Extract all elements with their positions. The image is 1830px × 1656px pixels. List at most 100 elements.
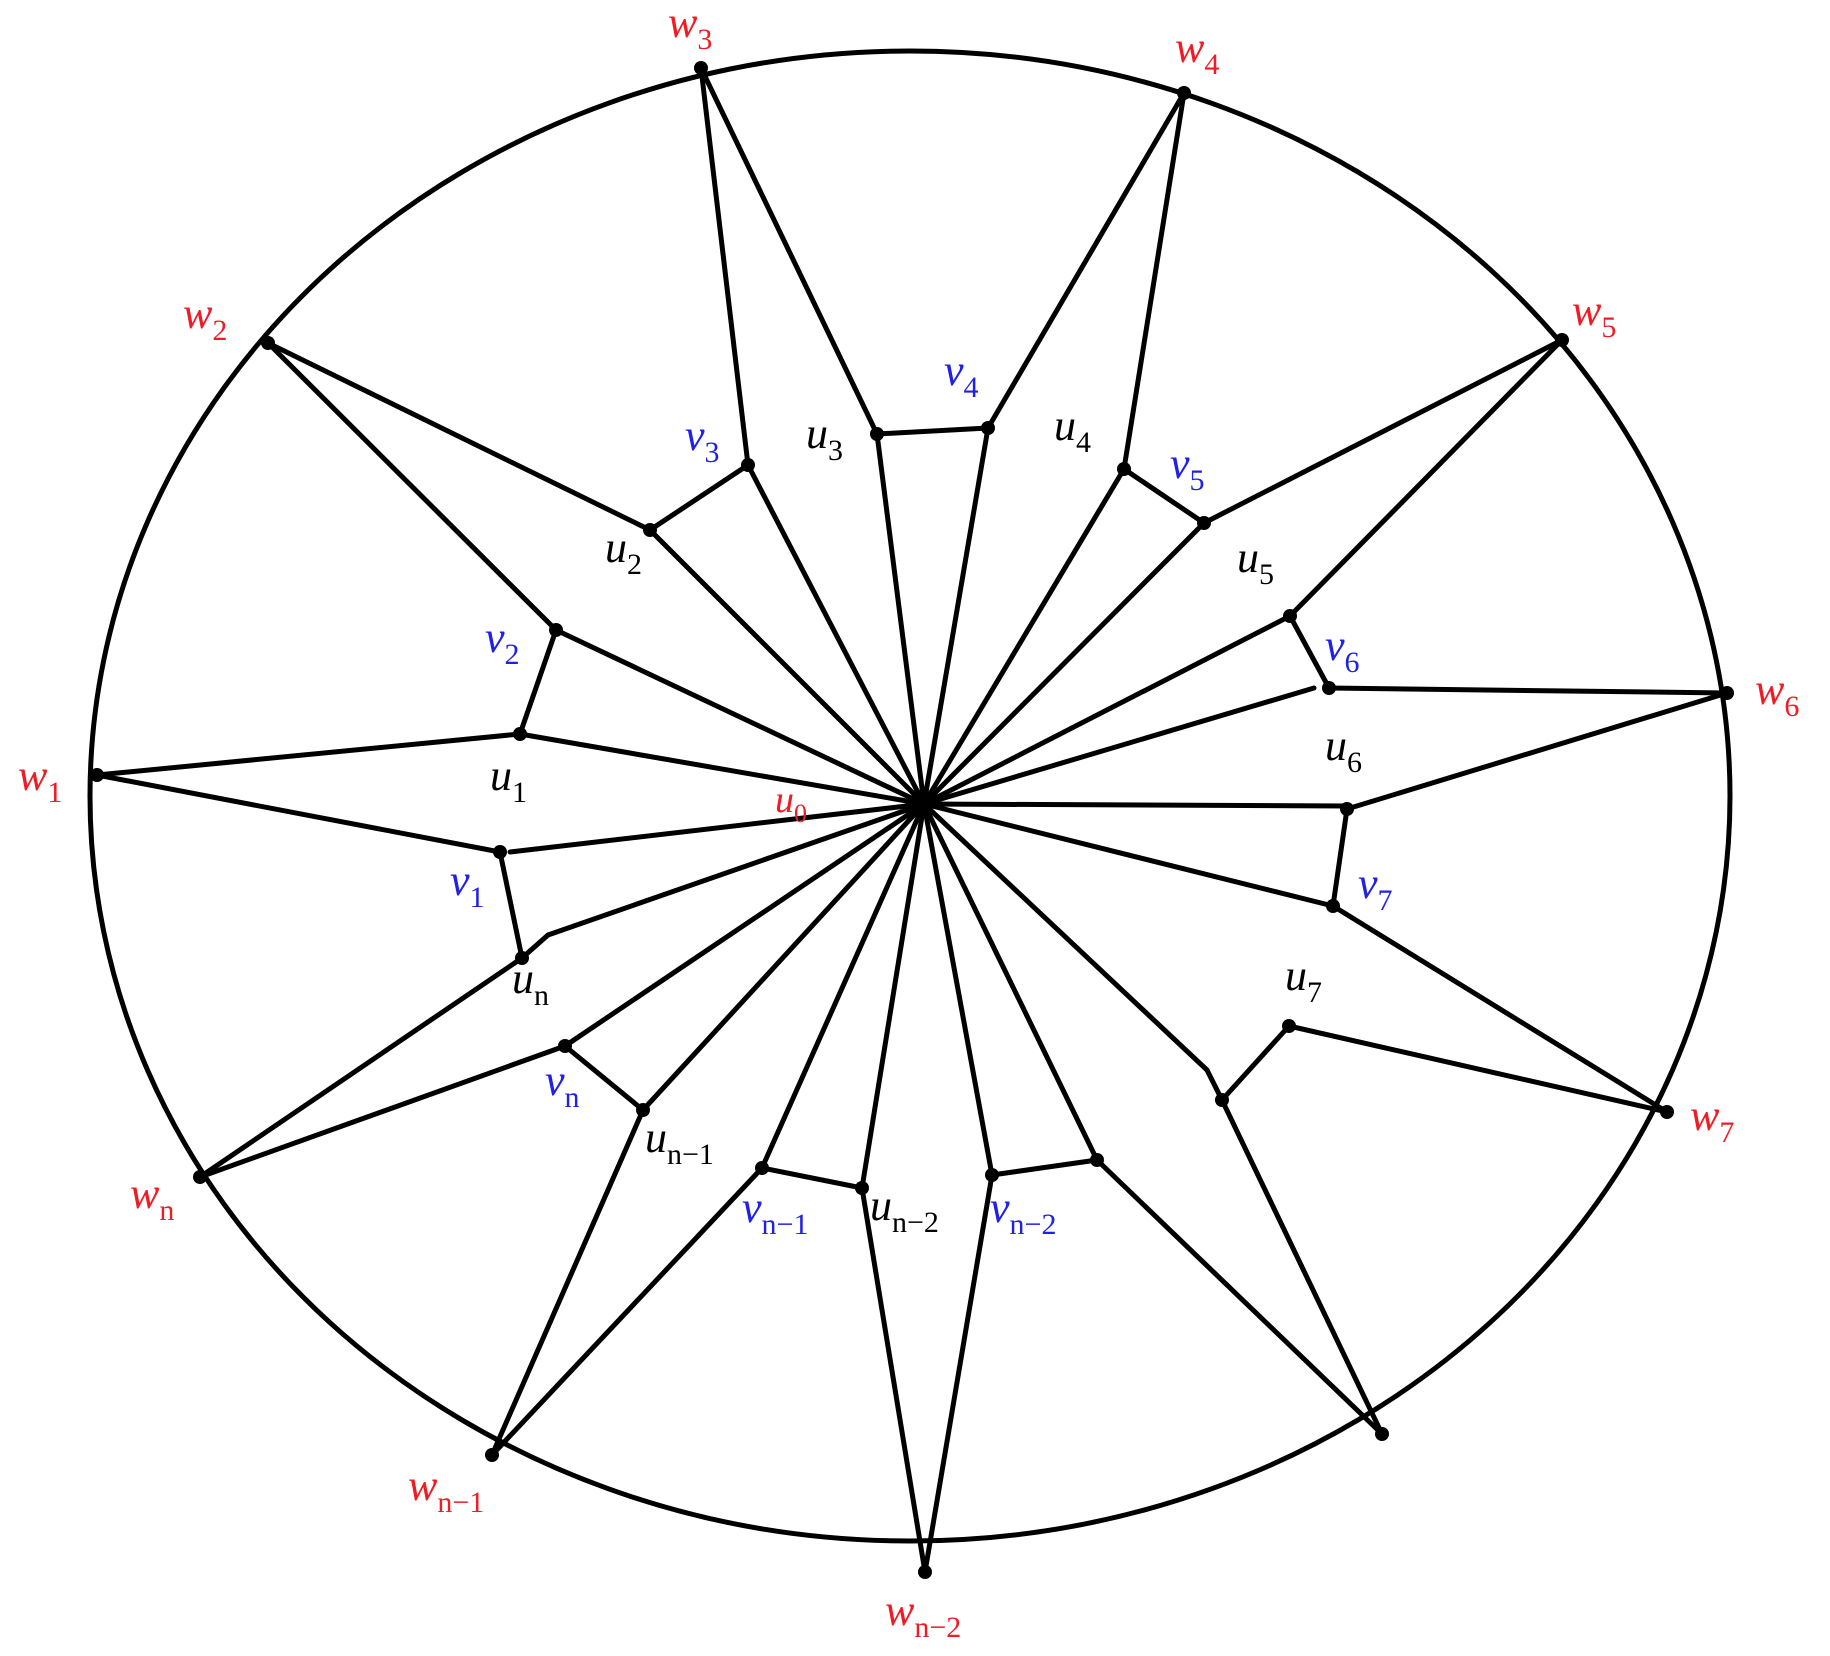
label-w6: w6 — [1755, 665, 1799, 723]
label-v1: v1 — [450, 856, 485, 914]
spoke-vn — [562, 801, 927, 1049]
node-vn1 — [755, 1161, 769, 1175]
label-u7: u7 — [1285, 951, 1322, 1009]
edge-w6-u6 — [1344, 690, 1730, 812]
label-w1: w1 — [18, 751, 62, 809]
node-vn2 — [985, 1168, 999, 1182]
spoke-vn2 — [921, 801, 995, 1178]
edge-w4-v4 — [985, 90, 1187, 431]
spoke-u6 — [921, 801, 1350, 809]
label-v3: v3 — [685, 411, 720, 469]
node-u7 — [1282, 1019, 1296, 1033]
label-wn: wn — [130, 1169, 174, 1227]
edge-w6-v6 — [1326, 685, 1730, 696]
label-w2: w2 — [183, 289, 227, 347]
node-w1 — [90, 768, 104, 782]
edge-w7-u7 — [1286, 1023, 1670, 1115]
node-w5 — [1555, 333, 1569, 347]
edge-un-v1 — [497, 849, 525, 961]
label-u0: u0 — [775, 779, 807, 828]
spoke-v6 — [921, 685, 1317, 807]
node-u3 — [870, 427, 884, 441]
node-u2 — [643, 523, 657, 537]
edge-u2-v3 — [647, 462, 751, 533]
label-u1: u1 — [490, 751, 527, 809]
edge-w2-u2 — [265, 340, 653, 533]
spoke-v1 — [507, 801, 927, 855]
node-u4 — [1117, 462, 1131, 476]
node-x — [1215, 1093, 1229, 1107]
spoke-x — [921, 801, 1100, 1163]
edge-wn-vn — [197, 1043, 568, 1180]
label-w5: w5 — [1572, 286, 1616, 344]
outer-circle — [87, 48, 1733, 1544]
node-u1 — [513, 727, 527, 741]
node-v4 — [981, 421, 995, 435]
spoke-v3 — [745, 462, 927, 807]
edge-wn1-un1 — [489, 1107, 646, 1458]
spoke-vn1 — [759, 801, 927, 1171]
edge-w1-v1 — [94, 772, 503, 855]
spokes — [507, 425, 1350, 1191]
spoke-v4 — [921, 425, 991, 807]
edge-wn2-vn2 — [922, 1172, 995, 1575]
edge-w1-u1 — [94, 731, 523, 778]
edge-wn-un — [197, 932, 551, 1180]
edge-wn2-un2 — [859, 1185, 928, 1575]
label-u6: u6 — [1325, 721, 1362, 779]
edges — [94, 65, 1730, 1575]
node-v1 — [493, 845, 507, 859]
label-v2: v2 — [485, 613, 520, 671]
edge-w7-v7 — [1330, 903, 1670, 1115]
label-vn: vn — [545, 1056, 580, 1114]
spoke-u3 — [874, 431, 927, 807]
node-w4 — [1177, 86, 1191, 100]
edge-wn1-vn1 — [489, 1165, 765, 1458]
spoke-v2 — [553, 627, 927, 807]
node-un — [515, 951, 529, 965]
label-v5: v5 — [1170, 439, 1205, 497]
node-w7 — [1660, 1105, 1674, 1119]
edge-u3-v4 — [874, 425, 991, 437]
label-vn1: vn−1 — [742, 1183, 808, 1241]
node-v6 — [1322, 681, 1336, 695]
edge-w8-b — [1094, 1157, 1385, 1437]
label-u3: u3 — [806, 409, 843, 467]
node-v3 — [741, 458, 755, 472]
edge-w5-u5 — [1287, 337, 1565, 619]
label-wn1: wn−1 — [408, 1461, 484, 1519]
node-w2 — [261, 336, 275, 350]
node-u6 — [1340, 802, 1354, 816]
node-w6 — [1720, 686, 1734, 700]
spoke-u1 — [517, 731, 927, 807]
edge-w2-v2 — [265, 340, 559, 633]
node-v2 — [549, 623, 563, 637]
nodes — [90, 61, 1734, 1579]
spoke-u4 — [921, 466, 1127, 807]
edge-un1-vn — [562, 1043, 646, 1113]
node-un1 — [636, 1103, 650, 1117]
label-un1: un−1 — [645, 1113, 714, 1171]
edge-w8-a — [1204, 1067, 1385, 1437]
edge-u7-x — [1219, 1023, 1292, 1103]
edge-w3-v3 — [698, 65, 751, 468]
label-u2: u2 — [605, 523, 642, 581]
spoke-v5 — [921, 520, 1207, 807]
spoke-u7 — [921, 801, 1210, 1073]
node-v5 — [1197, 516, 1211, 530]
label-un: un — [512, 954, 549, 1012]
node-u5 — [1283, 609, 1297, 623]
label-v4: v4 — [944, 346, 979, 404]
edge-w5-v5 — [1201, 337, 1565, 526]
spoke-un1 — [640, 801, 927, 1113]
spoke-u2 — [647, 527, 927, 807]
label-w7: w7 — [1690, 1091, 1734, 1149]
node-wn2 — [918, 1565, 932, 1579]
node-w8 — [1375, 1427, 1389, 1441]
label-wn2: wn−2 — [885, 1586, 961, 1644]
label-u5: u5 — [1237, 533, 1274, 591]
node-un2 — [855, 1181, 869, 1195]
edge-u1-v2 — [517, 627, 559, 737]
edge-w3-u3 — [698, 65, 880, 437]
